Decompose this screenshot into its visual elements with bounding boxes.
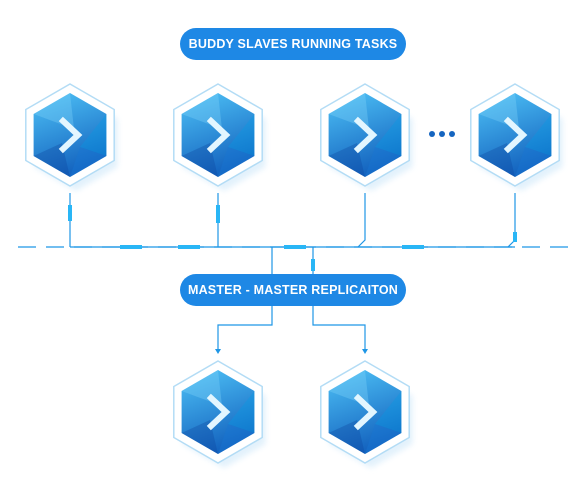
chevron-right-icon [503,116,528,154]
master-1-node [173,360,266,468]
slave-2-node [173,83,266,191]
ellipsis-icon [429,131,455,137]
master-replication-label: MASTER - MASTER REPLICAITON [180,274,406,306]
master-2-node [320,360,413,468]
chevron-right-icon [206,393,231,431]
master-connector-accent [311,259,315,271]
chevron-right-icon [353,393,378,431]
chevron-right-icon [58,116,83,154]
slave-connector-accents [68,205,517,242]
chevron-right-icon [353,116,378,154]
slaves-label: BUDDY SLAVES RUNNING TASKS [180,28,406,60]
bus-line [18,245,570,249]
slave-3-node [320,83,413,191]
slave-connectors [69,193,516,248]
hex-layer [25,83,563,468]
slave-4-node [470,83,563,191]
arrow-tip-right [362,349,368,354]
slave-1-node [25,83,118,191]
arrow-tip-left [215,349,221,354]
chevron-right-icon [206,116,231,154]
